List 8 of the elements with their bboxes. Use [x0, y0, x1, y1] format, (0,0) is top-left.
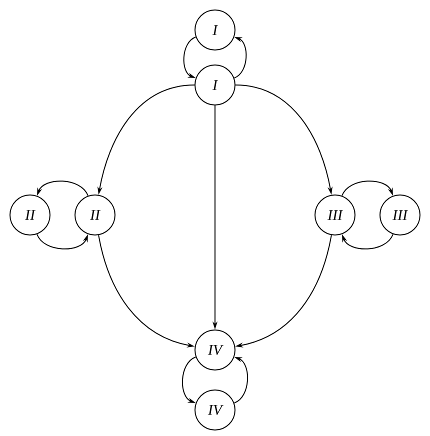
arrow — [37, 180, 88, 196]
arrow — [342, 234, 394, 250]
arrow — [234, 357, 248, 404]
arrow — [342, 180, 393, 196]
arrow — [36, 234, 88, 250]
arrow — [182, 356, 196, 403]
arrow — [183, 36, 196, 78]
arrow — [234, 37, 247, 78]
